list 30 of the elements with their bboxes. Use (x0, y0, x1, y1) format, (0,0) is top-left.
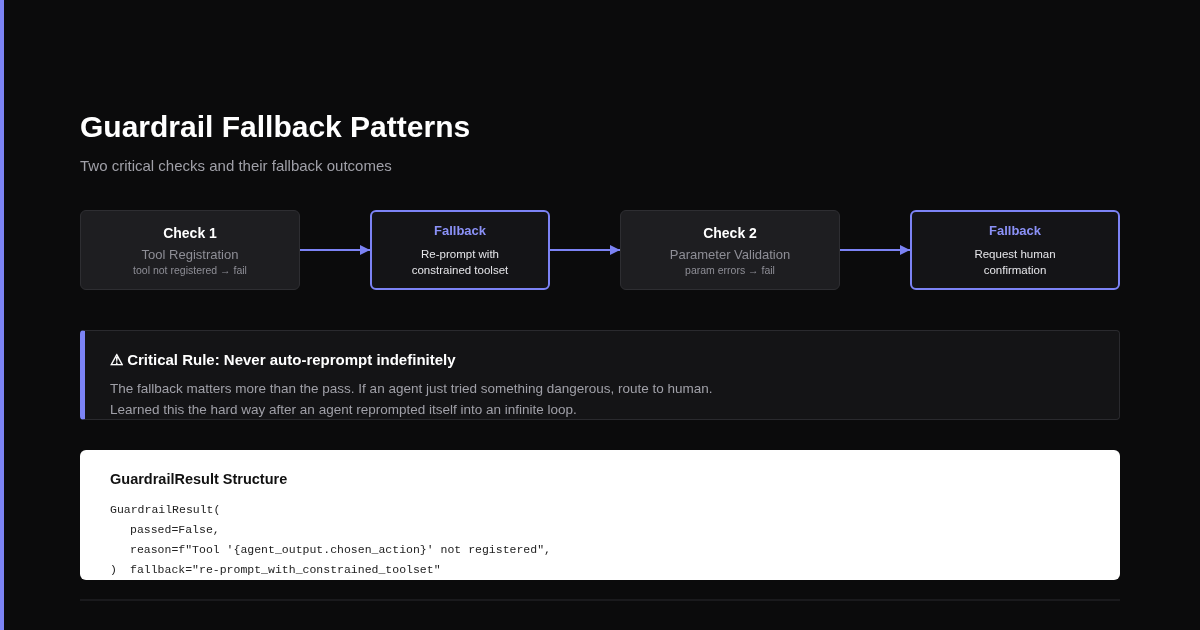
rule-text: Learned this the hard way after an agent reprompted itself into an infinite loop. (110, 402, 577, 417)
arrow (549, 245, 621, 255)
code-card (80, 450, 1120, 580)
box-title: Check 1 (163, 224, 217, 241)
box-title: Fallback (434, 222, 486, 238)
check-box (80, 210, 300, 290)
box-note: tool not registered → fail (133, 263, 247, 276)
rule-heading: ⚠ Critical Rule: Never auto-reprompt indefinitely (110, 351, 456, 369)
arrow (839, 245, 911, 255)
check-box (620, 210, 840, 290)
subtitle: Two critical checks and their fallback outcomes (80, 157, 392, 174)
arrow (299, 245, 371, 255)
fallback-box (910, 210, 1120, 290)
box-text: Re-prompt with constrained toolset (410, 246, 510, 278)
rule-text: The fallback matters more than the pass. If an agent just tried something dangerous, route to human. (110, 381, 713, 396)
box-title: Fallback (989, 222, 1041, 238)
code-line: fallback="re-prompt_with_constrained_toolset" (130, 563, 441, 576)
box-title: Check 2 (703, 224, 757, 241)
box-subtitle: Parameter Validation (669, 246, 791, 262)
fallback-box (370, 210, 550, 290)
code-line: GuardrailResult( (110, 503, 221, 516)
rule-panel (80, 330, 1120, 420)
code-line: ) (110, 563, 117, 576)
box-subtitle: Tool Registration (141, 246, 239, 262)
card-heading: GuardrailResult Structure (110, 471, 288, 487)
box-text: Request human confirmation (973, 246, 1057, 278)
code-line: reason=f"Tool '{agent_output.chosen_action}' not registered", (130, 543, 551, 556)
title: Guardrail Fallback Patterns (80, 110, 471, 144)
box-note: param errors → fail (685, 263, 775, 276)
code-line: passed=False, (130, 523, 220, 536)
